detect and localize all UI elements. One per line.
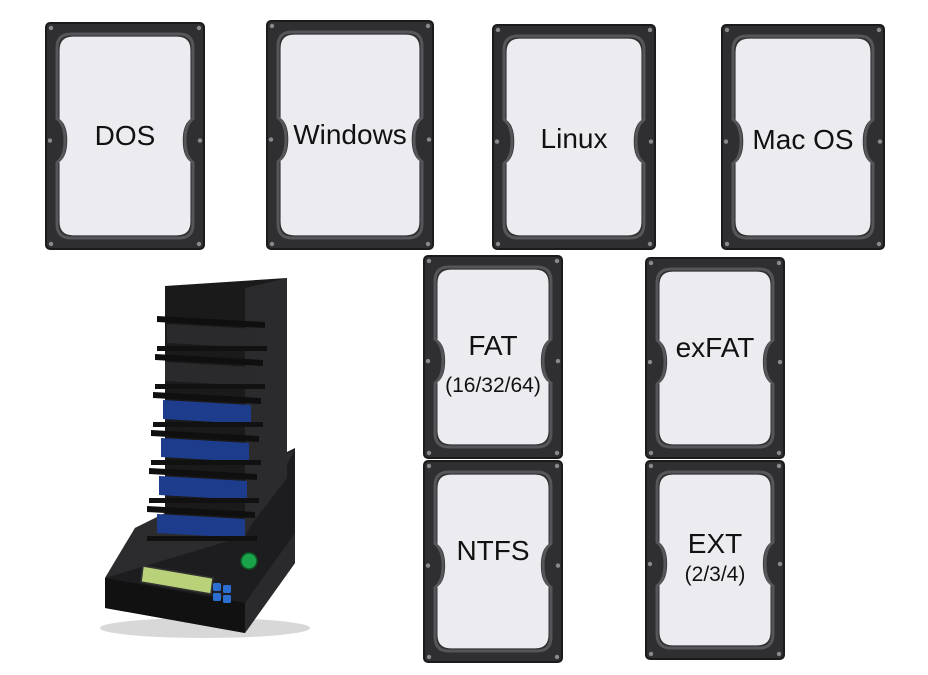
card-windows-label: Windows <box>293 119 407 150</box>
card-linux: Linux <box>492 24 656 250</box>
card-macos-label: Mac OS <box>752 124 854 155</box>
drive-tray <box>157 316 267 351</box>
drive-tray <box>153 392 263 427</box>
hard-drive-platter-icon <box>45 22 205 250</box>
hard-drive-platter-icon <box>266 20 434 250</box>
hdd-duplicator-device-icon <box>100 278 310 638</box>
card-fat-label: FAT <box>468 330 518 361</box>
drive-tray <box>155 354 265 389</box>
card-fat-sublabel: (16/32/64) <box>445 374 541 397</box>
card-dos: DOS <box>45 22 205 250</box>
card-linux-label: Linux <box>540 123 608 154</box>
hdd-duplicator-device <box>95 278 310 640</box>
card-ext: EXT (2/3/4) <box>645 460 785 660</box>
hard-drive-platter-icon <box>423 255 563 459</box>
card-ntfs: NTFS <box>423 460 563 663</box>
card-windows: Windows <box>266 20 434 250</box>
card-ext-label: EXT <box>687 528 743 559</box>
card-exfat-label: exFAT <box>675 332 755 363</box>
hard-drive-platter-icon <box>423 460 563 663</box>
card-exfat: exFAT <box>645 257 785 459</box>
hard-drive-platter-icon <box>645 460 785 660</box>
hard-drive-platter-icon <box>645 257 785 459</box>
card-fat: FAT (16/32/64) <box>423 255 563 459</box>
hard-drive-platter-icon <box>721 24 885 250</box>
card-dos-label: DOS <box>94 120 156 151</box>
card-macos: Mac OS <box>721 24 885 250</box>
card-ext-sublabel: (2/3/4) <box>684 563 746 586</box>
drive-tray <box>147 506 257 541</box>
hard-drive-platter-icon <box>492 24 656 250</box>
drive-tray <box>149 468 259 503</box>
drive-tray <box>151 430 261 465</box>
card-ntfs-label: NTFS <box>456 535 530 566</box>
